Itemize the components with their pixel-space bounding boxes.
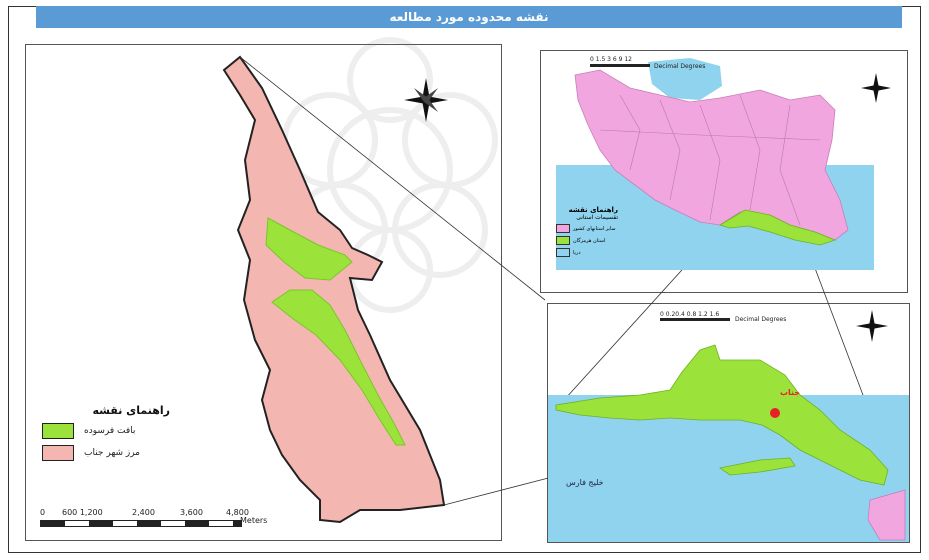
scale-bar-graphic bbox=[40, 520, 242, 527]
zoom-scale-bar bbox=[660, 318, 730, 321]
legend-swatch bbox=[556, 248, 570, 257]
legend-item: مرز شهر جناب bbox=[36, 445, 176, 461]
zoom-island-qeshm bbox=[719, 457, 796, 476]
zoom-arabia bbox=[867, 489, 906, 541]
iran-legend-subtitle: تقسیمات استانی bbox=[576, 214, 618, 221]
city-boundary-polygon bbox=[222, 55, 446, 524]
iran-legend-item: دریا bbox=[556, 248, 618, 257]
scale-label: 600 1,200 bbox=[62, 508, 103, 517]
iran-scale-ticks: 0 1.5 3 6 9 12 bbox=[590, 56, 632, 63]
scale-labels: 0 600 1,200 2,400 3,600 4,800 Meters bbox=[40, 508, 270, 525]
iran-scale-unit: Decimal Degrees bbox=[654, 63, 706, 70]
iran-legend-item: استان هرمزگان bbox=[556, 236, 618, 245]
legend-swatch-tissue bbox=[42, 423, 74, 439]
worn-tissue-area-2 bbox=[271, 289, 406, 446]
north-arrow-icon bbox=[861, 73, 891, 103]
legend-item: بافت فرسوده bbox=[36, 423, 176, 439]
scale-label: 2,400 bbox=[132, 508, 155, 517]
scale-label: 4,800 bbox=[226, 508, 249, 517]
legend-swatch-city bbox=[42, 445, 74, 461]
iran-legend-item: سایر استانهای کشور bbox=[556, 224, 618, 233]
legend-label: مرز شهر جناب bbox=[84, 448, 141, 458]
scale-label: 3,600 bbox=[180, 508, 203, 517]
city-point-marker bbox=[770, 408, 780, 418]
legend-swatch bbox=[556, 236, 570, 245]
city-label: جناب bbox=[780, 388, 801, 397]
iran-hormozgan bbox=[719, 209, 837, 246]
iran-province-lines bbox=[599, 94, 821, 226]
north-arrow-icon bbox=[856, 310, 888, 342]
legend-swatch bbox=[556, 224, 570, 233]
north-arrow-icon bbox=[404, 78, 448, 122]
scale-unit: Meters bbox=[240, 516, 268, 525]
zoom-scale-ticks: 0 0.20.4 0.8 1.2 1.6 bbox=[660, 311, 720, 318]
map-title: نقشه محدوده مورد مطالعه bbox=[36, 6, 902, 28]
iran-scale-bar bbox=[590, 64, 650, 67]
zoom-scale-unit: Decimal Degrees bbox=[735, 316, 787, 323]
scale-bar: 0 600 1,200 2,400 3,600 4,800 Meters bbox=[40, 508, 270, 527]
legend-title: راهنمای نقشه bbox=[92, 404, 170, 417]
legend-label: بافت فرسوده bbox=[84, 426, 136, 436]
sea-label: خلیج فارس bbox=[566, 478, 604, 487]
iran-legend-label: استان هرمزگان bbox=[573, 237, 606, 244]
map-legend: راهنمای نقشه بافت فرسوده مرز شهر جناب bbox=[36, 404, 176, 461]
caspian-sea bbox=[648, 58, 722, 100]
zoom-hormozgan bbox=[555, 344, 889, 486]
iran-legend-label: سایر استانهای کشور bbox=[573, 225, 616, 232]
scale-label: 0 bbox=[40, 508, 46, 517]
worn-tissue-area-1 bbox=[265, 217, 353, 281]
iran-legend: راهنمای نقشه تقسیمات استانی سایر استانها… bbox=[556, 206, 618, 257]
iran-legend-title: راهنمای نقشه bbox=[568, 206, 618, 214]
iran-legend-label: دریا bbox=[573, 249, 581, 256]
